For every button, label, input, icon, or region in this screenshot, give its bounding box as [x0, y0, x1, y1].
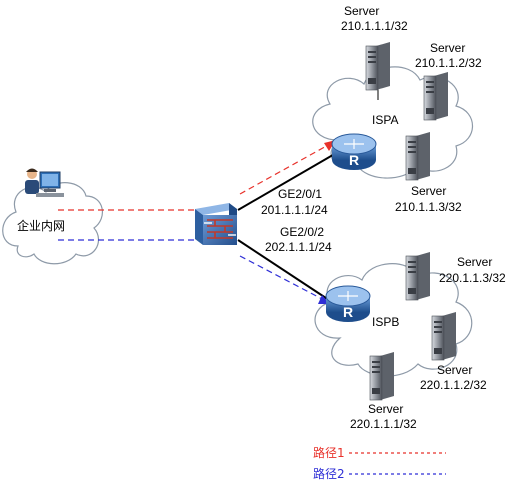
ge2-name: GE2/0/2 [280, 225, 324, 239]
server-b1-name: Server [368, 402, 403, 416]
enterprise-label: 企业内网 [17, 218, 65, 233]
server-b1-icon [369, 351, 395, 401]
server-a1-icon [365, 41, 391, 91]
server-a3-name: Server [411, 184, 446, 198]
server-a2-ip: 210.1.1.2/32 [415, 56, 482, 70]
server-b3-ip: 220.1.1.3/32 [439, 271, 506, 285]
server-a1-name: Server [344, 4, 379, 18]
router-ispb-icon [325, 285, 371, 322]
server-b3-name: Server [457, 255, 492, 269]
server-a2-icon [423, 71, 449, 121]
server-a3-ip: 210.1.1.3/32 [395, 200, 462, 214]
ge2-ip: 202.1.1.1/24 [265, 240, 332, 254]
server-b2-icon [431, 311, 457, 361]
firewall-icon [195, 203, 237, 245]
legend: 路径1 路径2 [313, 445, 446, 481]
router-ispb-label: R [343, 304, 353, 320]
pc-user-icon [25, 168, 64, 197]
server-b1-ip: 220.1.1.1/32 [350, 417, 417, 431]
server-b2-name: Server [437, 363, 472, 377]
server-a2-name: Server [430, 41, 465, 55]
ge1-name: GE2/0/1 [278, 187, 322, 201]
enterprise-cloud [2, 182, 103, 265]
router-ispa-icon [331, 133, 377, 170]
link-fw-ispa [237, 151, 339, 211]
legend-path2-label: 路径2 [313, 466, 345, 481]
server-b3-icon [405, 251, 431, 301]
legend-path1-label: 路径1 [313, 445, 345, 460]
server-a3-icon [405, 131, 431, 181]
server-a1-ip: 210.1.1.1/32 [341, 19, 408, 33]
ge1-ip: 201.1.1.1/24 [261, 203, 328, 217]
ispa-label: ISPA [372, 113, 398, 127]
link-fw-ispb [237, 239, 333, 303]
router-ispa-label: R [349, 152, 359, 168]
server-b2-ip: 220.1.1.2/32 [420, 378, 487, 392]
ispb-label: ISPB [372, 315, 399, 329]
